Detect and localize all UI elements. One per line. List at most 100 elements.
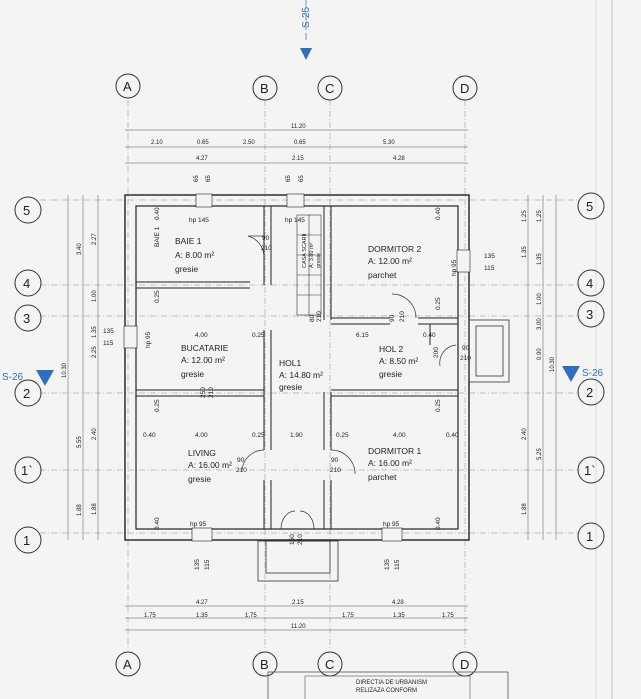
door-width: 150 <box>289 534 296 545</box>
section-marker-left: S-26 <box>2 370 54 386</box>
dim-right: 0.90 <box>537 348 543 360</box>
wall-dim: 0.25 <box>435 297 442 310</box>
room-area: A: 14.80 m² <box>279 370 323 380</box>
door-size: 210 <box>460 355 471 362</box>
dim-pier: 65 <box>206 175 212 182</box>
balcony <box>468 319 510 383</box>
axis-row-label: 1` <box>584 463 596 478</box>
dim-left: 1.88 <box>77 504 83 516</box>
door-size: 210 <box>236 467 247 474</box>
wall-dim: 0.25 <box>252 432 265 439</box>
wall-dim: 1.90 <box>290 432 303 439</box>
axis-col-label: D <box>460 657 469 672</box>
stair <box>296 214 322 316</box>
stair-name: CASA SCARII <box>302 233 308 268</box>
dim-right: 1.00 <box>537 293 543 305</box>
dimension-lines-top <box>125 129 468 164</box>
room-finish: parchet <box>368 270 397 280</box>
dim-left: 3.40 <box>77 243 83 255</box>
axis-row-label: 3 <box>586 307 593 322</box>
dim-overall-right: 10.30 <box>550 356 556 372</box>
axis-row-label: 4 <box>23 276 30 291</box>
wall-dim: 4.00 <box>195 332 208 339</box>
dimension-lines-left <box>67 195 99 540</box>
svg-text:RELIZAZA CONFORM: RELIZAZA CONFORM <box>356 688 417 694</box>
wall-dim: 0.25 <box>336 432 349 439</box>
room-name: HOL 2 <box>379 344 404 354</box>
dim-left: 1.00 <box>92 290 98 302</box>
wall-dim: BAIE 1 <box>154 226 161 247</box>
axis-row-label: 4 <box>586 276 593 291</box>
door-size: 210 <box>261 245 272 252</box>
dim-bottom: 4.27 <box>196 600 208 606</box>
axis-row-label: 3 <box>23 311 30 326</box>
dim-right: 2.40 <box>522 428 528 440</box>
dim-right: 3.00 <box>537 318 543 330</box>
dim-pier: 65 <box>194 175 200 182</box>
window-height: 115 <box>394 559 401 570</box>
wall-dim: 0.40 <box>423 332 436 339</box>
dim-right: 1.35 <box>537 253 543 265</box>
axis-col-label: C <box>325 81 334 96</box>
stair-area: A: 3.80 m² <box>309 242 315 268</box>
room-area: A: 8.50 m² <box>379 356 418 366</box>
section-marker-top: S-25 <box>300 0 312 60</box>
door-size: 210 <box>330 467 341 474</box>
room-finish: gresie <box>188 474 211 484</box>
door-size: 80 <box>309 314 316 322</box>
axis-col-label: C <box>325 657 334 672</box>
dim-overall-left: 10.30 <box>62 362 68 378</box>
axis-row-label: 5 <box>23 203 30 218</box>
door-size: 90 <box>237 457 245 464</box>
room-name: DORMITOR 2 <box>368 244 421 254</box>
door-size: 90 <box>389 314 396 322</box>
wall-dim: 0.25 <box>435 399 442 412</box>
door-size: 90 <box>262 235 270 242</box>
window-sill-label: hp 95 <box>190 521 207 528</box>
dim-left: 5.55 <box>77 436 83 448</box>
room-name: LIVING <box>188 448 216 458</box>
window-width: 135 <box>484 253 495 260</box>
room-area: A: 12.00 m² <box>181 355 225 365</box>
room-name: HOL1 <box>279 358 301 368</box>
axis-row-label: 2 <box>586 385 593 400</box>
room-area: A: 16.00 m² <box>368 458 412 468</box>
wall-dim: 0.40 <box>143 432 156 439</box>
dim-left: 1.35 <box>92 326 98 338</box>
dim-left: 2.27 <box>92 233 98 245</box>
room-area: A: 12.00 m² <box>368 256 412 266</box>
dim-pier: 65 <box>286 175 292 182</box>
door-height: 210 <box>297 534 304 545</box>
window-sill-label: hp 145 <box>189 217 209 224</box>
axis-col-label: A <box>123 657 132 672</box>
column-axis-top <box>115 73 478 101</box>
dim-top: 0.65 <box>294 140 306 146</box>
window-openings <box>123 193 471 542</box>
wall-dim: 0.40 <box>154 207 161 220</box>
dim-left: 2.25 <box>92 346 98 358</box>
wall-dim: 4.00 <box>393 432 406 439</box>
window-sill-label: hp 95 <box>383 521 400 528</box>
dim-right: 5.25 <box>537 448 543 460</box>
axis-row-label: 2 <box>23 386 30 401</box>
room-name: BUCATARIE <box>181 343 229 353</box>
wall-dim: 4.00 <box>195 432 208 439</box>
interior-walls <box>136 206 458 529</box>
dim-top: 5.30 <box>383 140 395 146</box>
dim-bottom: 1.75 <box>342 613 354 619</box>
dim-pier: 65 <box>299 175 305 182</box>
dimension-lines-right <box>527 195 557 540</box>
dim-top: 2.50 <box>243 140 255 146</box>
section-marker-right: S-26 <box>562 366 604 382</box>
dim-bottom: 2.15 <box>292 600 304 606</box>
wall-dim: 0.25 <box>154 290 161 303</box>
room-finish: gresie <box>175 264 198 274</box>
dim-left: 2.40 <box>92 428 98 440</box>
axis-row-label: 1 <box>23 533 30 548</box>
dim-bottom: 4.28 <box>392 600 404 606</box>
room-area: A: 16.00 m² <box>188 460 232 470</box>
dim-top: 0.65 <box>197 140 209 146</box>
window-sill-label: hp 95 <box>451 259 458 276</box>
door-size: 250 <box>200 387 207 398</box>
